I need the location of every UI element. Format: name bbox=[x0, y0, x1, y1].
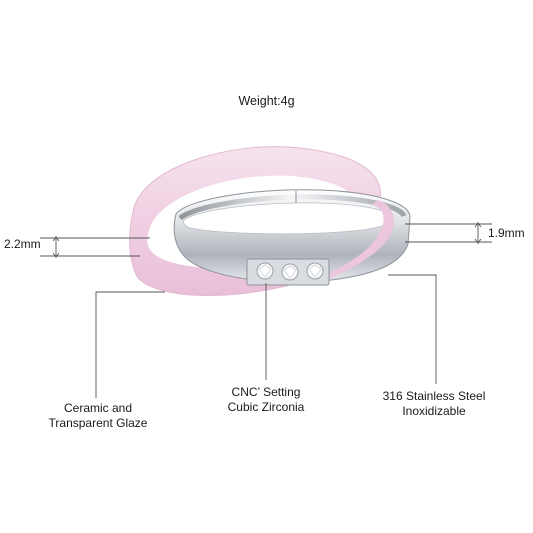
weight-label: Weight:4g bbox=[238, 94, 295, 108]
steel-caption-line-1: 316 Stainless Steel bbox=[382, 389, 486, 403]
setting-caption-line-1: CNC’ Setting bbox=[231, 385, 301, 399]
setting-caption-line-2: Cubic Zirconia bbox=[227, 400, 305, 414]
steel-width-label: 1.9mm bbox=[488, 226, 525, 240]
callout-lines bbox=[95, 274, 437, 398]
ceramic-caption-line-2: Transparent Glaze bbox=[48, 416, 148, 430]
dimension-left bbox=[40, 236, 150, 258]
ceramic-caption-line-1: Ceramic and bbox=[63, 401, 133, 415]
ceramic-width-label: 2.2mm bbox=[4, 237, 41, 251]
ceramic-caption: Ceramic and Transparent Glaze bbox=[40, 401, 156, 431]
stone-setting bbox=[246, 258, 330, 286]
setting-caption: CNC’ Setting Cubic Zirconia bbox=[218, 385, 314, 415]
dimension-right bbox=[405, 222, 492, 244]
steel-ring bbox=[173, 189, 411, 283]
ceramic-ring-front bbox=[318, 200, 395, 280]
steel-caption-line-2: Inoxidizable bbox=[402, 404, 466, 418]
steel-caption: 316 Stainless Steel Inoxidizable bbox=[376, 389, 492, 419]
